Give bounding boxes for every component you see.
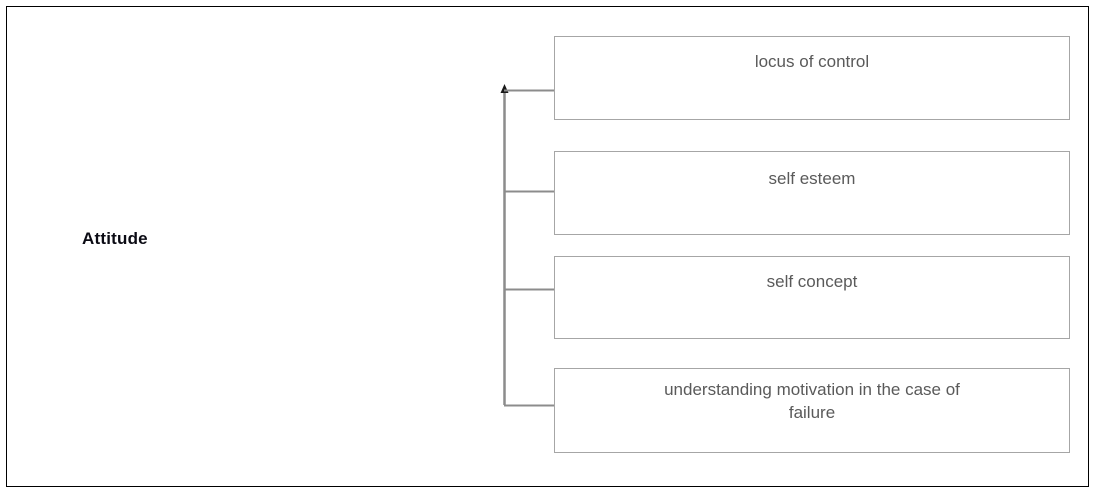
node-box-locus-of-control[interactable]: locus of control xyxy=(554,36,1070,120)
root-node-label: Attitude xyxy=(82,229,148,248)
node-label-self-concept: self concept xyxy=(766,272,858,291)
node-label-locus-of-control: locus of control xyxy=(754,52,870,71)
node-box-self-concept[interactable]: self concept xyxy=(554,256,1070,339)
node-label-self-esteem: self esteem xyxy=(768,169,856,188)
node-label-understanding-motivation: understanding motivation in the case of … xyxy=(664,380,960,422)
node-box-self-esteem[interactable]: self esteem xyxy=(554,151,1070,235)
node-box-understanding-motivation[interactable]: understanding motivation in the case of … xyxy=(554,368,1070,453)
